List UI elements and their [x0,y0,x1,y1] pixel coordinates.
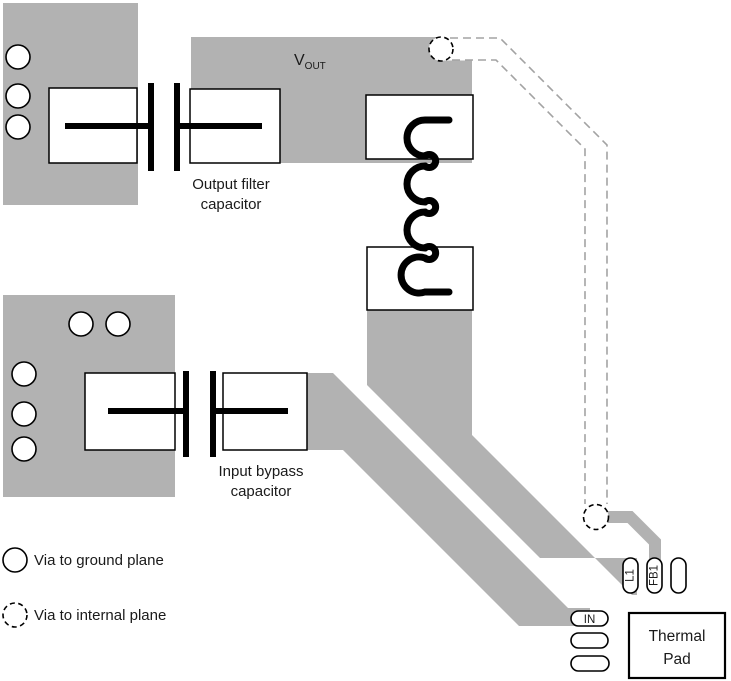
inductor-pad-top [365,94,474,160]
thermal-pad-label-line2: Pad [663,651,691,668]
cap-plate-bar [183,371,189,457]
output-cap-label-line2: capacitor [201,196,262,213]
legend-solid-via-icon [2,547,28,573]
fb1-trace [598,511,661,560]
switch-node-trace [367,310,637,595]
cap-plate-lead [180,123,262,129]
thermal-pad-label-line1: Thermal [649,628,706,645]
legend-ground-via-label: Via to ground plane [34,552,164,569]
legend-dashed-via-icon [2,602,28,628]
legend-internal-via-label: Via to internal plane [34,607,166,624]
pin-blank-pad [570,632,609,649]
cap-plate-bar [174,83,180,171]
input-cap-label-line2: capacitor [231,483,292,500]
cap-plate-bar [148,83,154,171]
input-cap-label-line1: Input bypass [218,463,303,480]
inductor-symbol [397,116,453,297]
ground-via [11,436,37,462]
pin-fb1-pad [646,557,663,594]
pin-in-label: IN [584,614,596,626]
pin-blank-pad [670,557,687,594]
ground-via [105,311,131,337]
internal-trace-inner [452,59,586,504]
ground-via [5,114,31,140]
internal-trace-outer [450,37,608,504]
ground-via [11,401,37,427]
cap-plate-lead [216,408,288,414]
output-cap-label-line1: Output filter [192,176,270,193]
input-trace [307,373,590,626]
cap-plate-lead [65,123,148,129]
thermal-pad-outline [627,611,727,680]
pin-l1-label: L1 [625,569,637,582]
output-capacitor-symbol [65,83,262,171]
ground-via [5,44,31,70]
ground-via [11,361,37,387]
cap-plate-bar [210,371,216,457]
ground-via [5,83,31,109]
pin-in-pad [570,610,609,627]
legend: Via to ground plane Via to internal plan… [2,547,166,628]
internal-via-bottom [582,503,610,531]
cap-plate-lead [108,408,183,414]
input-capacitor-symbol [108,371,288,457]
pin-blank-pad [570,655,610,672]
pin-l1-pad [622,557,639,594]
internal-via-top [428,36,454,62]
ground-via [68,311,94,337]
pin-fb1-label: FB1 [649,565,661,586]
vout-label-sub: OUT [305,61,326,72]
vout-label: VOUT [294,52,326,72]
vout-label-main: V [294,52,305,69]
